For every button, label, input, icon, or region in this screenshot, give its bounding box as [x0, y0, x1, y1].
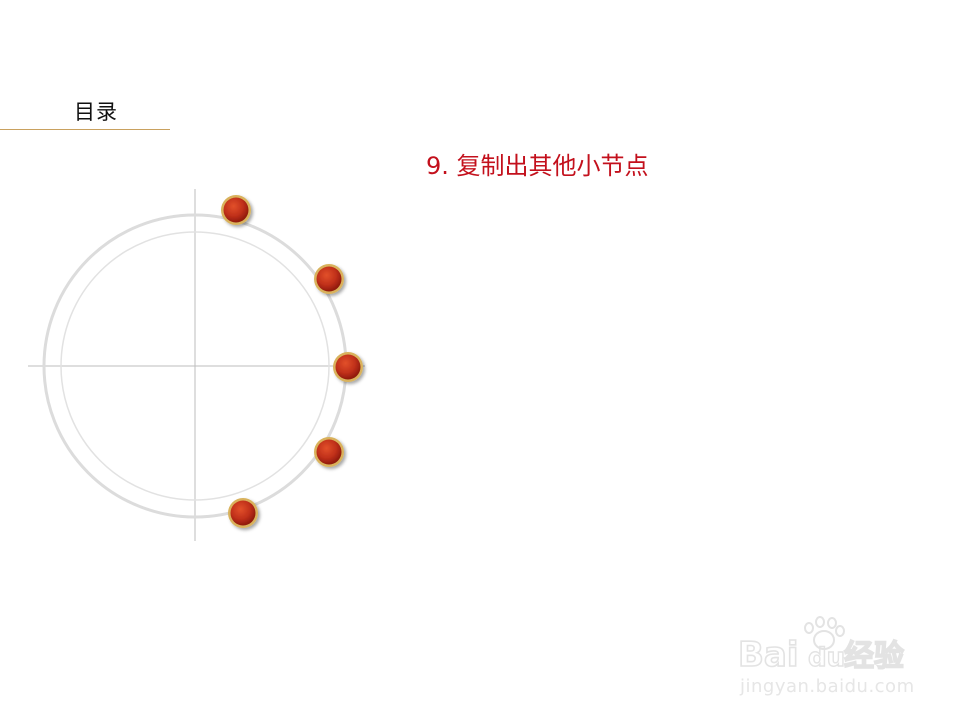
circle-node	[314, 264, 344, 294]
svg-text:经验: 经验	[844, 639, 904, 674]
svg-text:du: du	[808, 643, 845, 673]
node-group	[221, 195, 363, 528]
watermark-url: jingyan.baidu.com	[740, 676, 915, 697]
node-core	[230, 500, 256, 526]
toc-title: 目录	[74, 100, 118, 124]
circle-node	[314, 437, 344, 467]
step-caption: 9. 复制出其他小节点	[426, 152, 649, 180]
circle-node	[228, 498, 258, 528]
node-core	[223, 197, 249, 223]
inner-circle	[60, 231, 330, 501]
svg-text:Bai: Bai	[738, 635, 799, 675]
toc-underline	[0, 129, 170, 130]
node-core	[316, 439, 342, 465]
circle-node	[333, 352, 363, 382]
baidu-jingyan-watermark-logo: Bai du 经验	[737, 616, 905, 676]
node-core	[335, 354, 361, 380]
circle-node	[221, 195, 251, 225]
node-core	[316, 266, 342, 292]
